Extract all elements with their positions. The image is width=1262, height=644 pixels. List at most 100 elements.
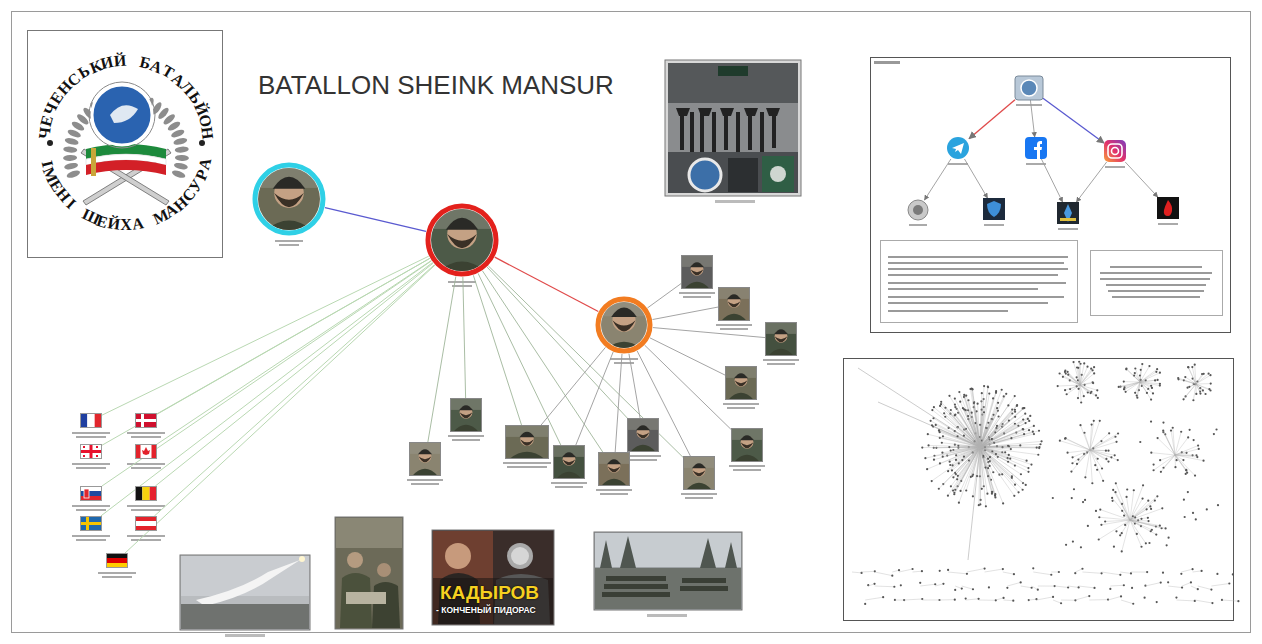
graph-node: [1159, 459, 1161, 461]
graph-link: [1071, 450, 1090, 472]
person-body: [721, 314, 747, 321]
caption-bar: [452, 439, 480, 441]
hub-icon: [1015, 76, 1043, 100]
graph-node: [1198, 448, 1200, 450]
paper-plane: [952, 143, 964, 154]
channel-icon: [1057, 202, 1079, 224]
caption-bar: [72, 463, 110, 465]
instagram-frame: [1108, 144, 1122, 158]
graph-link: [1185, 377, 1196, 384]
graph-node: [1100, 524, 1102, 526]
photo-ground: [505, 425, 549, 459]
person-cap: [607, 459, 621, 464]
graph-node: [1120, 595, 1122, 597]
graph-node: [1150, 508, 1152, 510]
caption-bar: [679, 292, 715, 294]
graph-node: [961, 459, 963, 461]
graph-node: [1177, 377, 1179, 379]
graph-node: [1032, 567, 1034, 569]
graph-node: [1209, 374, 1211, 376]
photo-circle: [425, 203, 499, 277]
graph-link: [932, 447, 980, 481]
graph-node: [1162, 421, 1164, 423]
graph-link: [920, 584, 935, 586]
graph-node: [1072, 361, 1074, 363]
graph-link: [1075, 596, 1089, 600]
graph-link: [862, 571, 875, 573]
graph-link: [1125, 382, 1140, 387]
graph-node: [1093, 420, 1095, 422]
graph-node: [989, 456, 991, 458]
connector-line: [615, 354, 622, 452]
graph-node: [1201, 570, 1203, 572]
graph-link: [878, 402, 980, 447]
graph-node: [935, 424, 937, 426]
graph-node: [921, 570, 923, 572]
graph-link: [1080, 385, 1096, 395]
emblem-letter: Н: [199, 126, 216, 140]
graph-node: [1119, 574, 1121, 576]
graph-link: [1175, 455, 1197, 456]
graph-link: [979, 447, 980, 505]
graph-node: [1070, 470, 1072, 472]
graph-node: [977, 598, 979, 600]
graph-link: [1131, 572, 1147, 573]
graph-node: [1167, 537, 1169, 539]
graph-link: [1176, 600, 1194, 602]
graph-node: [1210, 383, 1212, 385]
graph-link: [1080, 385, 1097, 390]
caption-bar: [1016, 104, 1042, 106]
graph-link: [980, 406, 1017, 447]
photo-border: [599, 453, 630, 486]
graph-link: [1130, 520, 1166, 528]
graph-node: [1123, 380, 1125, 382]
graph-link: [1120, 572, 1131, 573]
graph-node: [1119, 534, 1121, 536]
graph-link: [1140, 372, 1156, 382]
person-beard: [563, 459, 576, 465]
person-body: [686, 483, 712, 490]
graph-link: [955, 415, 980, 447]
graph-node: [967, 415, 969, 417]
graph-node: [1192, 512, 1194, 514]
person-body: [768, 349, 794, 356]
graph-node: [932, 417, 934, 419]
graph-link: [935, 584, 943, 586]
connector-line: [102, 256, 429, 415]
emblem-dot: [199, 140, 205, 146]
graph-node: [873, 583, 875, 585]
graph-link: [1175, 455, 1204, 461]
graph-node: [1174, 466, 1176, 468]
graph-link: [934, 447, 980, 460]
graph-node: [882, 596, 884, 598]
person-beard: [419, 456, 432, 462]
caption-bar: [76, 467, 106, 469]
graph-node: [1184, 376, 1186, 378]
graph-node: [976, 403, 978, 405]
graph-link: [1090, 433, 1109, 450]
photo-sky: [409, 442, 441, 454]
graph-link: [1090, 450, 1109, 462]
graph-node: [1195, 518, 1197, 520]
graph-link: [980, 447, 1021, 474]
graph-link: [1060, 441, 1090, 450]
laurel-leaf: [66, 169, 81, 179]
graph-node: [1191, 568, 1193, 570]
graph-node: [995, 453, 997, 455]
graph-node: [1020, 473, 1022, 475]
graph-node: [1121, 550, 1123, 552]
graph-node: [1010, 437, 1012, 439]
graph-node: [1112, 489, 1114, 491]
caption-bar: [729, 465, 765, 467]
graph-node: [1005, 393, 1007, 395]
graph-node: [1175, 597, 1177, 599]
flag-field: [135, 413, 157, 428]
graph-node: [1130, 572, 1132, 574]
flag-image: [80, 444, 102, 459]
graph-node: [1144, 597, 1146, 599]
person-beard: [520, 439, 534, 445]
graph-link: [1085, 433, 1090, 450]
graph-node: [919, 582, 921, 584]
graph-node: [1125, 496, 1127, 498]
photo-circle: [595, 296, 653, 354]
